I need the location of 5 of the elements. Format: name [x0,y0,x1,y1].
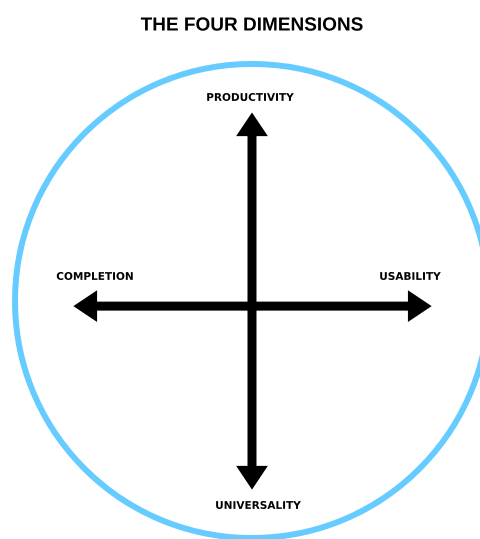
axis-label: PRODUCTIVITY [207,93,294,101]
axis-label: COMPLETION [56,272,133,280]
title: THE FOUR DIMENSIONS [140,17,363,31]
axis-label: USABILITY [380,272,441,280]
axis-label: UNIVERSALITY [216,501,301,509]
